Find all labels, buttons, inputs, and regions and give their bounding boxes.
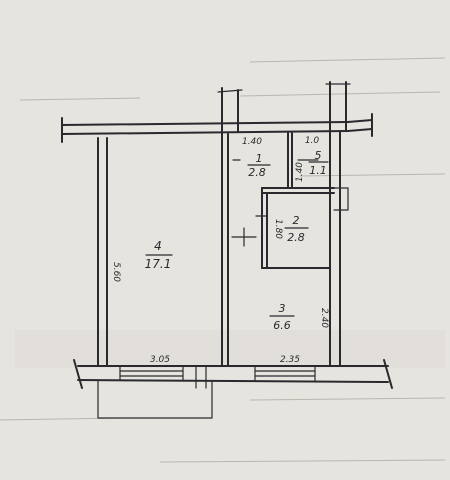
dim-room1-width: 1.40 — [242, 137, 262, 147]
room-3-label: 3 6.6 — [269, 302, 295, 332]
room-1-area: 2.8 — [248, 166, 266, 179]
room-4-area: 17.1 — [145, 257, 172, 271]
room-2-label: 2 2.8 — [284, 214, 309, 244]
dim-room5-width: 1.0 — [305, 136, 320, 146]
dim-room4-bottom: 3.05 — [150, 355, 170, 365]
dim-room4-height: 5.60 — [111, 262, 121, 282]
room-1-label: 1 2.8 — [247, 152, 271, 179]
dim-room2-height: 1.80 — [273, 219, 283, 239]
interior-walls — [221, 132, 349, 367]
room-labels: 4 17.1 1 2.8 5 1.1 2 2.8 3 6.6 — [145, 149, 329, 332]
outer-walls — [61, 81, 393, 419]
room-2-number: 2 — [293, 214, 300, 227]
room-4-number: 4 — [154, 239, 162, 253]
dim-room5-depth: 1.40 — [295, 162, 305, 182]
room-1-number: 1 — [256, 152, 263, 165]
room-2-area: 2.8 — [287, 231, 305, 244]
room-3-area: 6.6 — [273, 319, 291, 332]
room-5-number: 5 — [315, 149, 322, 162]
dimension-labels: 1.40 1.0 1.40 1.80 5.60 2.40 3.05 2.35 — [111, 136, 329, 365]
room-5-area: 1.1 — [309, 164, 327, 177]
dim-room3-bottom: 2.35 — [280, 355, 300, 365]
room-3-number: 3 — [279, 302, 286, 315]
paper-background — [0, 57, 446, 463]
room-4-label: 4 17.1 — [145, 239, 173, 271]
dim-room3-height: 2.40 — [319, 308, 329, 328]
room-5-label: 5 1.1 — [308, 149, 329, 177]
